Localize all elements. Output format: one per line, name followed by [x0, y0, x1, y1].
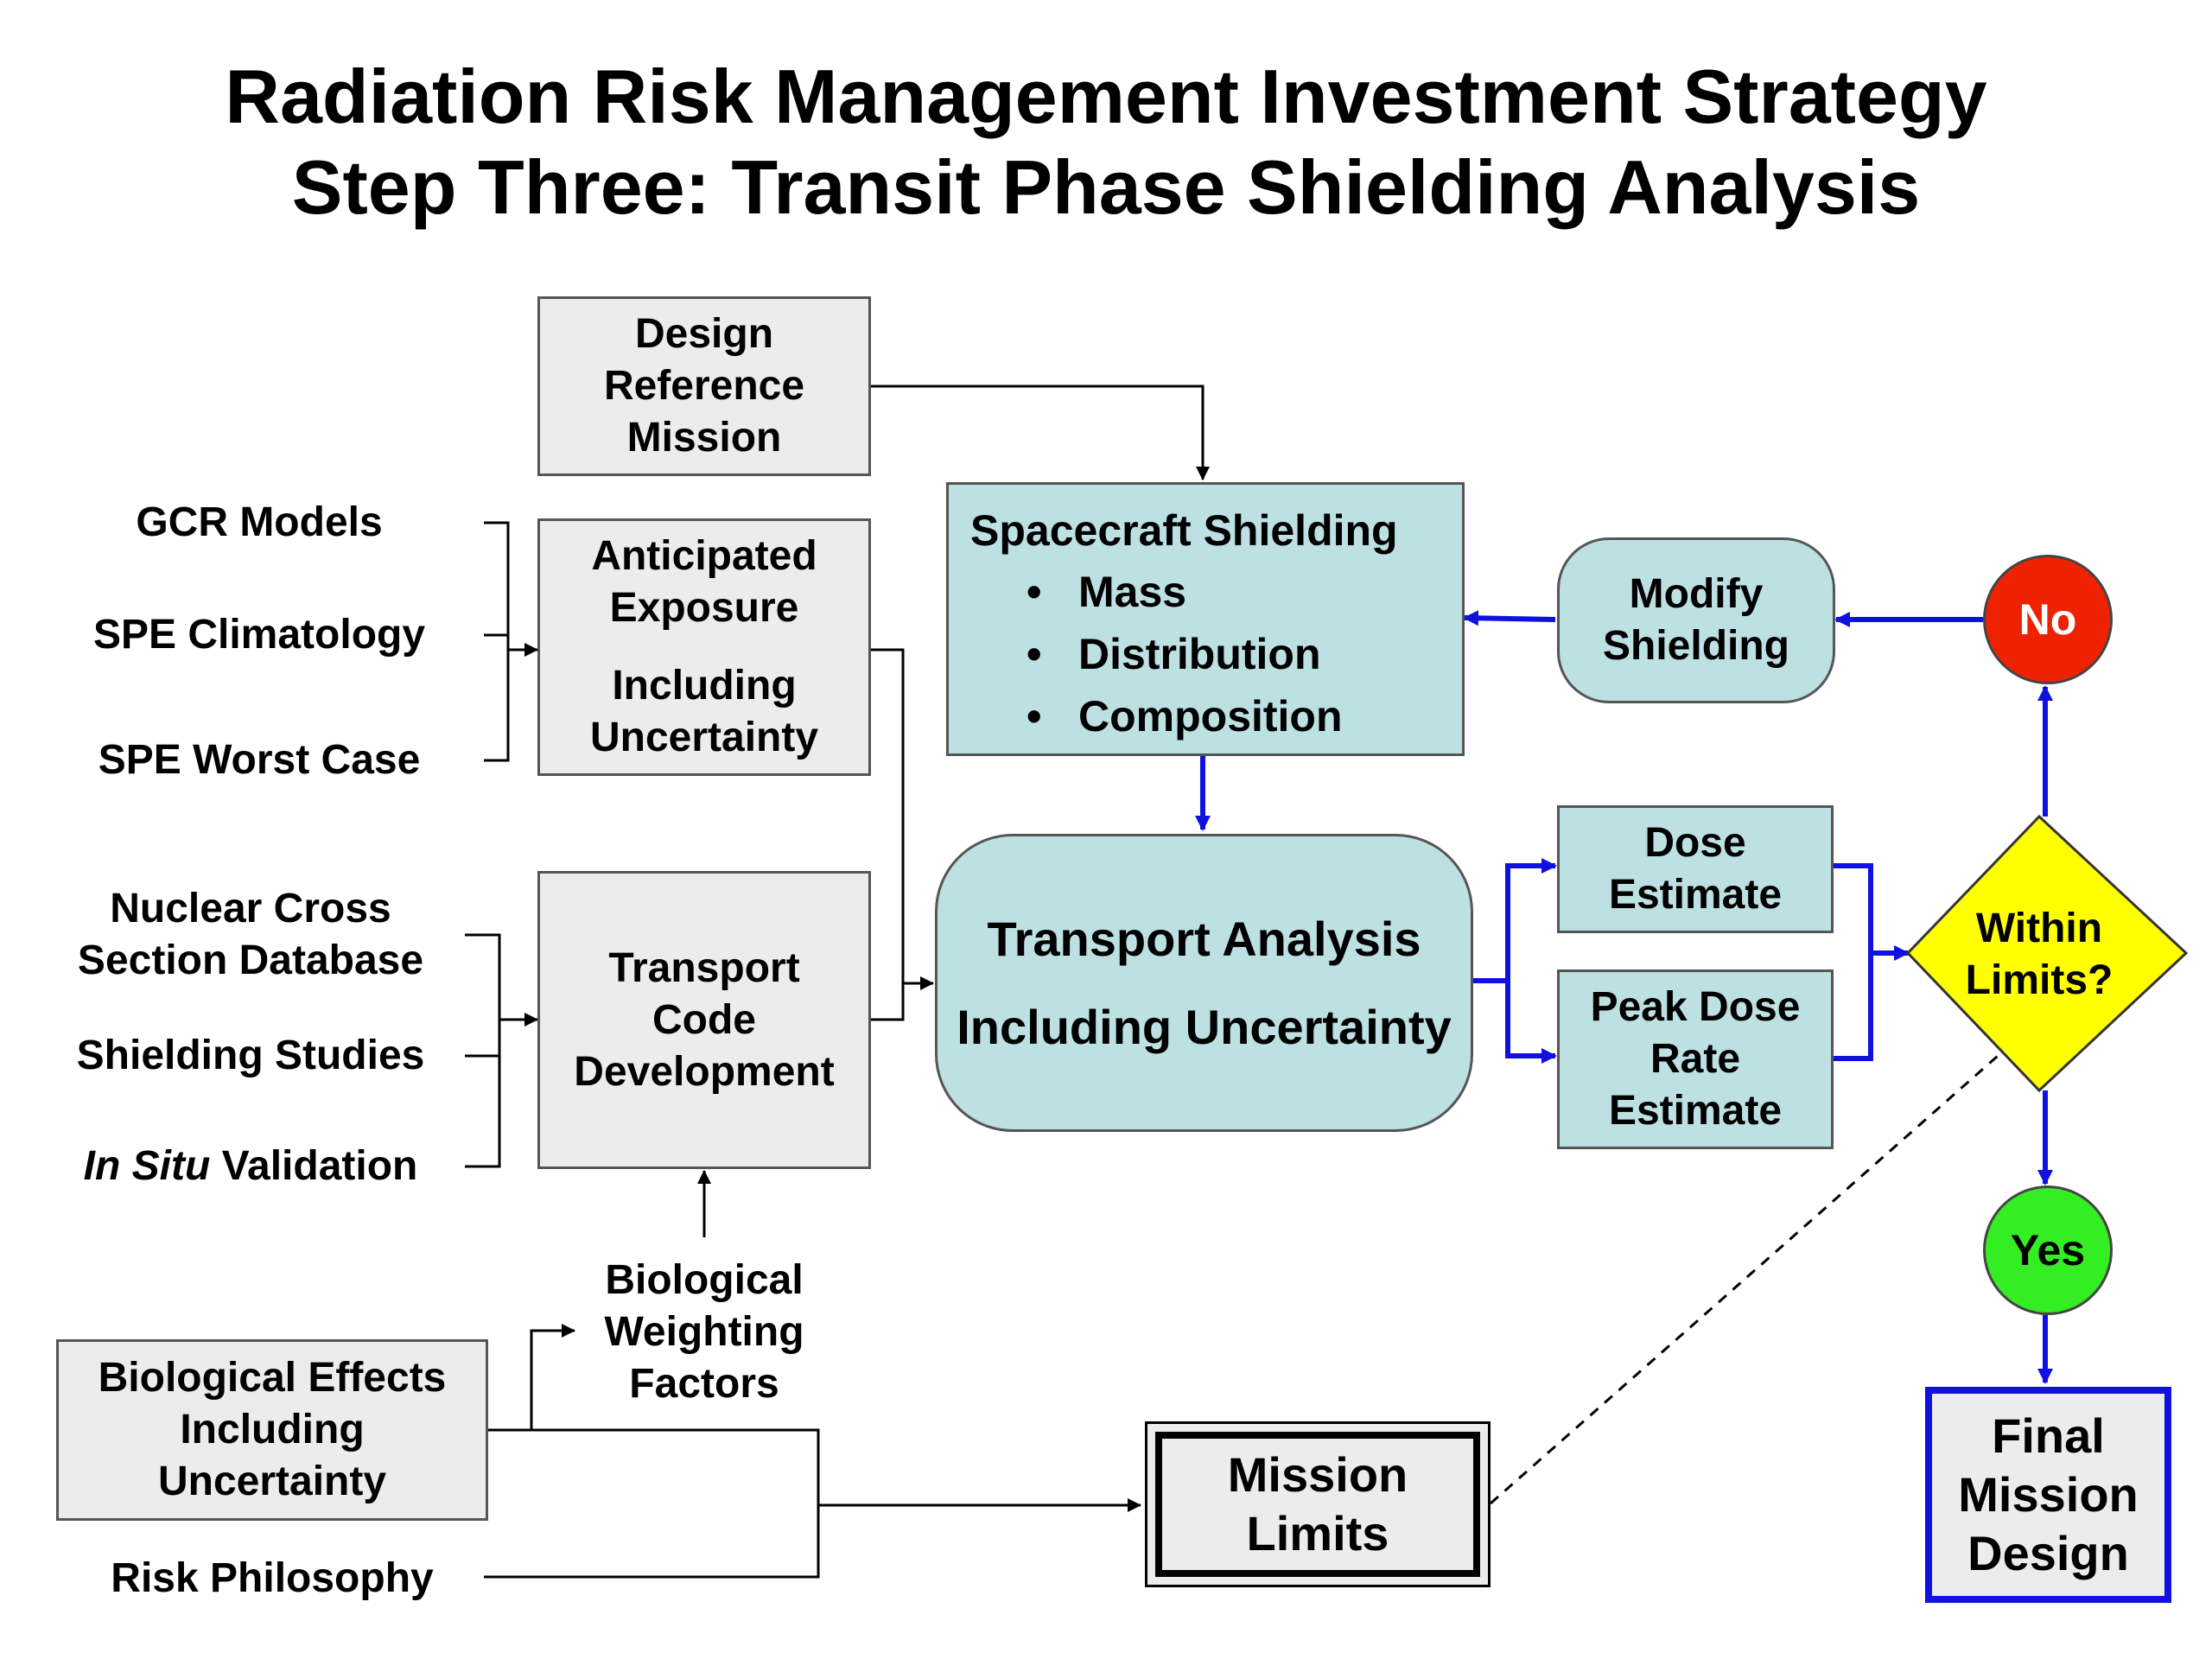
label-nuclear-cross-section: Nuclear Cross Section Database	[52, 883, 449, 987]
connector-exposure-right	[871, 648, 905, 1021]
analysis-line2: Including Uncertainty	[957, 999, 1452, 1054]
label-spe-climatology: SPE Climatology	[92, 612, 426, 658]
bio-line1: Biological Effects	[98, 1355, 447, 1401]
weighting-line2: Weighting	[604, 1309, 804, 1355]
final-line3: Design	[1967, 1526, 2129, 1580]
label-biological-weighting-factors: Biological Weighting Factors	[570, 1255, 838, 1410]
transport-code-line3: Development	[574, 1048, 835, 1095]
final-line2: Mission	[1958, 1467, 2139, 1522]
modify-line1: Modify	[1629, 571, 1764, 617]
bracket-transport-inputs	[465, 933, 501, 1168]
bracket-exposure-inputs	[484, 521, 510, 762]
shielding-item-distribution: Distribution	[949, 623, 1343, 685]
no-circle: No	[1983, 555, 2113, 684]
arrow-modify-to-shielding	[1463, 610, 1556, 626]
drm-line2: Reference	[603, 363, 805, 409]
peak-line2: Rate	[1649, 1036, 1741, 1082]
bio-line3: Uncertainty	[157, 1459, 387, 1504]
shielding-item-composition: Composition	[949, 685, 1343, 747]
shielding-items: Mass Distribution Composition	[949, 561, 1343, 747]
decision-line1: Within	[1975, 906, 2103, 951]
transport-code-line1: Transport	[608, 944, 800, 991]
dose-line1: Dose	[1644, 820, 1746, 866]
connector-bio-to-limits	[484, 1428, 820, 1579]
exposure-line2: Exposure	[609, 585, 799, 631]
peak-line1: Peak Dose	[1590, 984, 1801, 1030]
label-in-situ-validation: In Situ Validation	[52, 1141, 449, 1192]
drm-line3: Mission	[626, 415, 782, 461]
box-transport-code: Transport Code Development	[537, 871, 871, 1169]
drm-line1: Design	[634, 311, 774, 357]
label-in-situ-italic: In Situ	[83, 1143, 211, 1189]
peak-line3: Estimate	[1608, 1088, 1783, 1134]
label-validation: Validation	[210, 1143, 418, 1189]
arrow-drm-to-shielding	[871, 385, 1210, 480]
box-dose-estimate: Dose Estimate	[1557, 805, 1834, 933]
decision-question: Within Limits?	[1931, 903, 2147, 1007]
decision-line2: Limits?	[1965, 957, 2113, 1003]
box-transport-analysis: Transport Analysis Including Uncertainty	[935, 834, 1473, 1132]
box-anticipated-exposure: Anticipated Exposure Including Uncertain…	[537, 518, 871, 776]
connector-estimates-to-decision	[1834, 863, 1905, 1061]
shielding-item-mass: Mass	[949, 561, 1343, 623]
final-line1: Final	[1992, 1408, 2105, 1463]
arrow-bio-to-weighting	[530, 1324, 575, 1430]
label-risk-philosophy: Risk Philosophy	[111, 1555, 434, 1601]
yes-circle: Yes	[1983, 1185, 2113, 1315]
exposure-line3: Including	[612, 663, 797, 709]
box-peak-dose-rate: Peak Dose Rate Estimate	[1557, 969, 1834, 1149]
label-shielding-studies: Shielding Studies	[76, 1033, 425, 1078]
modify-line2: Shielding	[1603, 623, 1789, 669]
shielding-heading: Spacecraft Shielding	[970, 506, 1398, 555]
limits-line1: Mission	[1227, 1447, 1408, 1502]
weighting-line1: Biological	[605, 1257, 804, 1303]
title-line-2: Step Three: Transit Phase Shielding Anal…	[291, 144, 1921, 230]
box-final-mission-design: Final Mission Design	[1925, 1387, 2171, 1603]
box-biological-effects: Biological Effects Including Uncertainty	[56, 1339, 488, 1521]
analysis-line1: Transport Analysis	[987, 911, 1421, 966]
label-gcr-models: GCR Models	[136, 499, 383, 545]
label-spe-worst-case: SPE Worst Case	[98, 737, 421, 783]
box-spacecraft-shielding: Spacecraft Shielding Mass Distribution C…	[946, 482, 1465, 756]
box-modify-shielding: Modify Shielding	[1557, 537, 1835, 703]
limits-line2: Limits	[1246, 1506, 1389, 1560]
box-design-reference-mission: Design Reference Mission	[537, 296, 871, 476]
bio-line2: Including	[180, 1407, 365, 1452]
dose-line2: Estimate	[1608, 872, 1783, 918]
connector-transport-split	[1473, 863, 1555, 1056]
decision-diamond	[1905, 814, 2189, 1093]
dashed-limits-to-decision	[1490, 1048, 2005, 1505]
title-line-1: Radiation Risk Management Investment Str…	[225, 54, 1987, 139]
label-nuclear-line1: Nuclear Cross	[110, 886, 391, 931]
exposure-line4: Uncertainty	[589, 715, 819, 760]
weighting-line3: Factors	[629, 1361, 779, 1407]
exposure-line1: Anticipated	[591, 533, 817, 579]
label-nuclear-line2: Section Database	[77, 938, 424, 983]
transport-code-line2: Code	[652, 996, 756, 1043]
box-mission-limits: Mission Limits	[1145, 1421, 1491, 1587]
